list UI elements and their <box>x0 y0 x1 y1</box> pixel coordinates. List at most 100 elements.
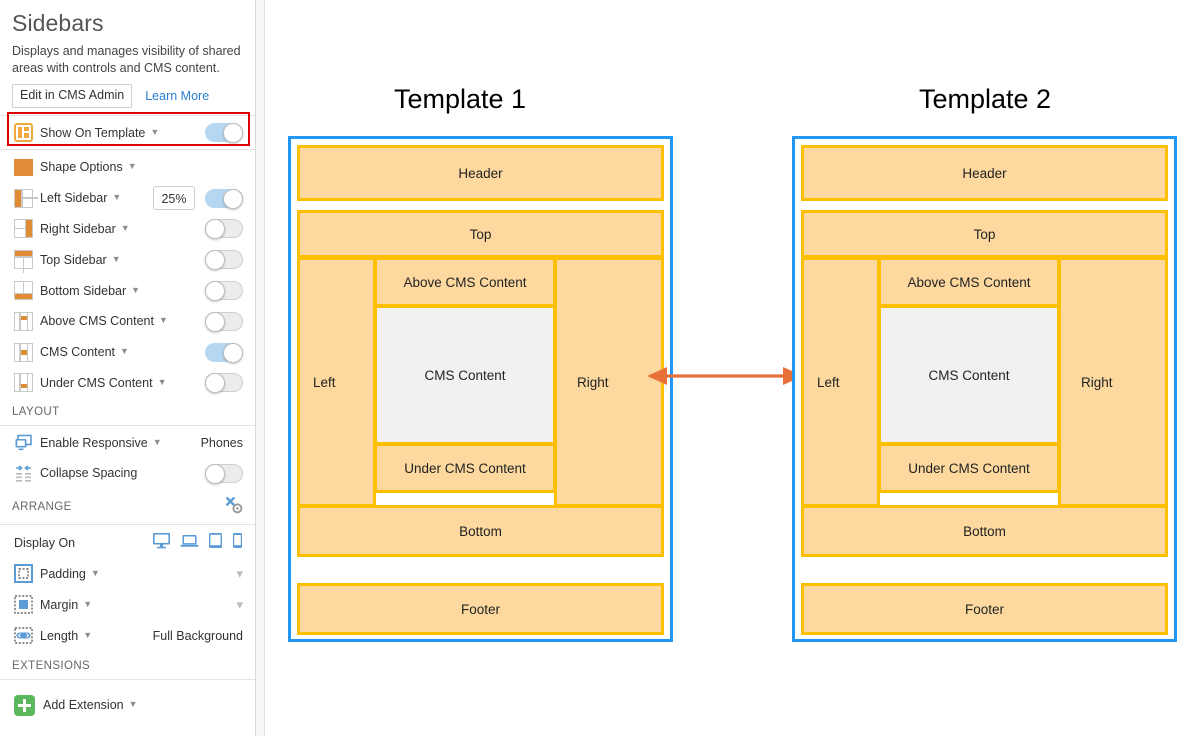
enable-responsive-value[interactable]: Phones <box>200 436 243 451</box>
row-left-sidebar[interactable]: Left Sidebar ▼ 25% <box>0 183 255 214</box>
desktop-icon[interactable] <box>152 532 171 554</box>
row-bottom-sidebar[interactable]: Bottom Sidebar ▼ <box>0 275 255 306</box>
template-2-frame[interactable]: Header Top Left Above CMS Content CMS Co… <box>792 136 1177 642</box>
region-rows: Shape Options ▼ Left Sidebar ▼ 25% Right… <box>0 152 255 398</box>
template-2-title: Template 2 <box>918 84 1052 114</box>
chevron-down-icon[interactable]: ▼ <box>83 629 93 640</box>
chevron-down-icon[interactable]: ▼ <box>112 192 122 203</box>
row-margin[interactable]: Margin ▼ ▾ <box>0 589 255 620</box>
chevron-down-icon[interactable]: ▼ <box>120 222 130 233</box>
bottom-sidebar-toggle[interactable] <box>205 281 243 302</box>
row-label: Enable Responsive <box>40 436 148 451</box>
block-bottom[interactable]: Bottom <box>801 505 1168 557</box>
expand-chevron-icon[interactable]: ▾ <box>236 565 243 581</box>
row-label: CMS Content <box>40 345 116 360</box>
block-bottom[interactable]: Bottom <box>297 505 664 557</box>
chevron-down-icon[interactable]: ▼ <box>150 126 160 137</box>
row-label: Padding <box>40 566 86 581</box>
template-1-title: Template 1 <box>393 84 527 114</box>
divider <box>0 149 255 150</box>
chevron-down-icon[interactable]: ▼ <box>157 376 167 387</box>
chevron-down-icon[interactable]: ▼ <box>83 598 93 609</box>
block-cms-content[interactable]: CMS Content <box>374 305 556 445</box>
block-left[interactable]: Left <box>297 257 376 507</box>
arrange-heading-label: ARRANGE <box>12 500 72 513</box>
row-padding[interactable]: Padding ▼ ▾ <box>0 558 255 589</box>
collapse-spacing-icon <box>14 464 33 483</box>
expand-chevron-icon[interactable]: ▾ <box>236 596 243 612</box>
edit-in-cms-admin-button[interactable]: Edit in CMS Admin <box>12 84 133 108</box>
block-under-cms-content[interactable]: Under CMS Content <box>878 443 1060 493</box>
row-label: Show On Template <box>40 125 146 140</box>
top-sidebar-toggle[interactable] <box>205 250 243 271</box>
row-display-on: Display On <box>0 527 255 558</box>
row-label: Margin <box>40 597 79 612</box>
block-top[interactable]: Top <box>297 210 664 258</box>
responsive-icon <box>14 434 33 453</box>
plus-square-icon <box>14 694 35 716</box>
top-sidebar-icon <box>14 250 33 274</box>
row-label: Bottom Sidebar <box>40 283 127 298</box>
block-top[interactable]: Top <box>801 210 1168 258</box>
row-above-cms-content[interactable]: Above CMS Content ▼ <box>0 306 255 337</box>
section-heading-extensions: EXTENSIONS <box>0 651 255 681</box>
chevron-down-icon[interactable]: ▼ <box>128 699 138 710</box>
laptop-icon[interactable] <box>180 532 199 554</box>
panel-scrollbar[interactable] <box>256 0 265 736</box>
sidebars-settings-panel: Sidebars Displays and manages visibility… <box>0 0 256 736</box>
length-value[interactable]: Full Background <box>152 628 243 643</box>
learn-more-link[interactable]: Learn More <box>145 89 210 103</box>
row-top-sidebar[interactable]: Top Sidebar ▼ <box>0 244 255 275</box>
under-cms-content-toggle[interactable] <box>205 373 243 394</box>
block-left[interactable]: Left <box>801 257 880 507</box>
tools-gear-icon[interactable] <box>225 496 243 517</box>
row-add-extension[interactable]: Add Extension ▼ <box>0 687 255 723</box>
section-heading-layout: LAYOUT <box>0 398 255 427</box>
above-cms-content-toggle[interactable] <box>205 311 243 332</box>
row-under-cms-content[interactable]: Under CMS Content ▼ <box>0 368 255 399</box>
phone-icon[interactable] <box>232 532 243 554</box>
row-label: Length <box>40 628 79 643</box>
highlight-outline <box>7 112 250 146</box>
chevron-down-icon[interactable]: ▼ <box>90 567 100 578</box>
chevron-down-icon[interactable]: ▼ <box>158 315 168 326</box>
chevron-down-icon[interactable]: ▼ <box>120 346 129 357</box>
block-footer[interactable]: Footer <box>297 583 664 635</box>
block-header[interactable]: Header <box>297 145 664 201</box>
block-under-cms-content[interactable]: Under CMS Content <box>374 443 556 493</box>
chevron-down-icon[interactable]: ▼ <box>127 161 137 172</box>
block-above-cms-content[interactable]: Above CMS Content <box>878 257 1060 307</box>
template-1-frame[interactable]: Header Top Left Above CMS Content CMS Co… <box>288 136 673 642</box>
bottom-sidebar-icon <box>14 281 33 301</box>
row-enable-responsive[interactable]: Enable Responsive ▼ Phones <box>0 428 255 458</box>
row-label: Left Sidebar <box>40 191 108 206</box>
block-header[interactable]: Header <box>801 145 1168 201</box>
row-length[interactable]: Length ▼ Full Background <box>0 620 255 651</box>
row-cms-content[interactable]: CMS Content ▼ <box>0 337 255 368</box>
right-sidebar-toggle[interactable] <box>205 219 243 240</box>
row-label: Shape Options <box>40 160 123 175</box>
row-show-on-template[interactable]: Show On Template ▼ <box>0 116 255 149</box>
collapse-spacing-toggle[interactable] <box>205 463 243 484</box>
chevron-down-icon[interactable]: ▼ <box>152 437 162 448</box>
row-shape-options[interactable]: Shape Options ▼ <box>0 152 255 183</box>
chevron-down-icon[interactable]: ▼ <box>131 284 141 295</box>
length-icon <box>14 626 33 645</box>
padding-icon <box>14 564 33 584</box>
panel-actions: Edit in CMS Admin Learn More <box>0 84 255 108</box>
block-cms-content[interactable]: CMS Content <box>878 305 1060 445</box>
show-on-template-toggle[interactable] <box>205 123 243 143</box>
left-sidebar-width-input[interactable]: 25% <box>153 186 195 211</box>
row-label: Right Sidebar <box>40 221 116 236</box>
template-diagram-canvas: Template 1 Header Top Left Above CMS Con… <box>265 0 1179 736</box>
left-sidebar-icon <box>14 188 38 208</box>
chevron-down-icon[interactable]: ▼ <box>111 253 121 264</box>
row-collapse-spacing[interactable]: Collapse Spacing <box>0 458 255 488</box>
row-right-sidebar[interactable]: Right Sidebar ▼ <box>0 214 255 245</box>
tablet-icon[interactable] <box>208 532 223 554</box>
block-right[interactable]: Right <box>1058 257 1168 507</box>
block-footer[interactable]: Footer <box>801 583 1168 635</box>
block-above-cms-content[interactable]: Above CMS Content <box>374 257 556 307</box>
left-sidebar-toggle[interactable] <box>205 188 243 209</box>
cms-content-toggle[interactable] <box>205 342 243 363</box>
